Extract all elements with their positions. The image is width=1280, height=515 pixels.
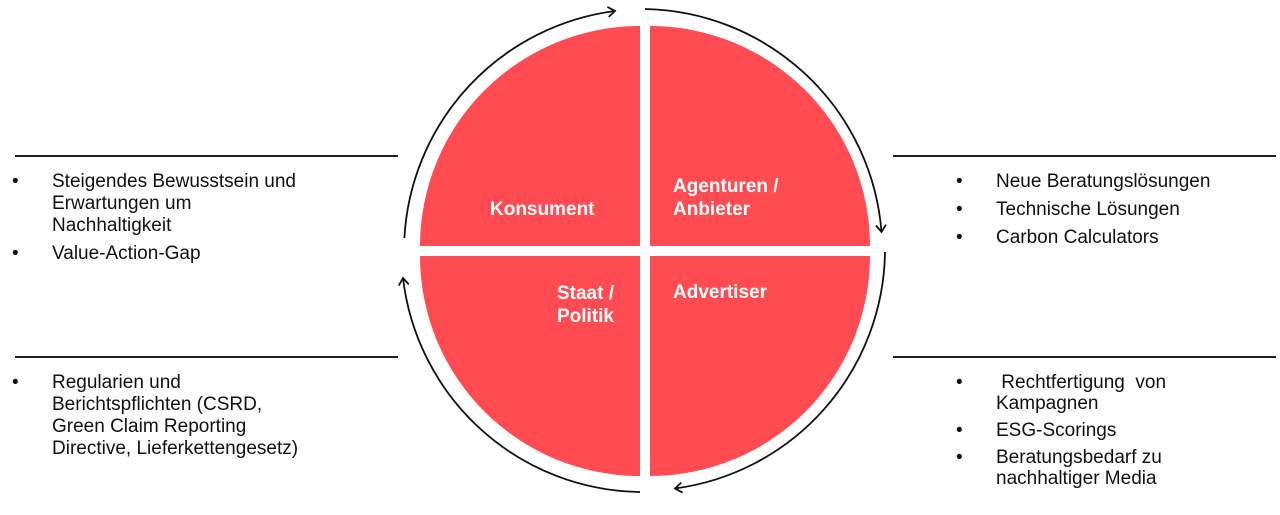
panel-top-right: Neue Beratungslösungen Technische Lösung… — [956, 171, 1276, 255]
quadrant-bottom-right — [650, 256, 870, 476]
quadrant-label-staat: Staat / Politik — [556, 283, 614, 327]
panel-top-left: Steigendes Bewusstsein und Erwartungen u… — [12, 171, 312, 271]
list-item: Steigendes Bewusstsein und Erwartungen u… — [12, 171, 312, 237]
cycle-arrow-top-right — [644, 8, 887, 234]
list-item: Beratungsbedarf zu nachhaltiger Media — [956, 447, 1226, 489]
list-item: ESG-Scorings — [956, 420, 1226, 441]
quadrant-top-right — [650, 26, 870, 246]
divider-bottom-left — [15, 356, 398, 358]
list-item: Carbon Calculators — [956, 227, 1276, 249]
list-item: Technische Lösungen — [956, 199, 1276, 221]
divider-top-right — [893, 155, 1276, 157]
panel-bottom-left: Regularien und Berichtspflichten (CSRD, … — [12, 372, 312, 466]
divider-top-left — [15, 155, 398, 157]
cycle-arrow-top-left — [403, 6, 617, 239]
list-item: Regularien und Berichtspflichten (CSRD, … — [12, 372, 312, 460]
list-item: Value-Action-Gap — [12, 243, 312, 265]
panel-bottom-right: Rechtfertigung von Kampagnen ESG-Scoring… — [956, 372, 1226, 495]
quadrant-bottom-left — [420, 256, 640, 476]
quadrant-label-advertiser: Advertiser — [673, 282, 767, 303]
cycle-arrow-bottom-left — [398, 276, 641, 493]
quadrant-label-konsument: Konsument — [490, 199, 595, 220]
list-item: Neue Beratungslösungen — [956, 171, 1276, 193]
quadrant-top-left — [420, 26, 640, 246]
list-item: Rechtfertigung von Kampagnen — [956, 372, 1226, 414]
divider-bottom-right — [893, 356, 1276, 358]
cycle-arrow-bottom-right — [673, 251, 886, 494]
quadrant-label-agenturen: Agenturen / Anbieter — [673, 176, 779, 220]
